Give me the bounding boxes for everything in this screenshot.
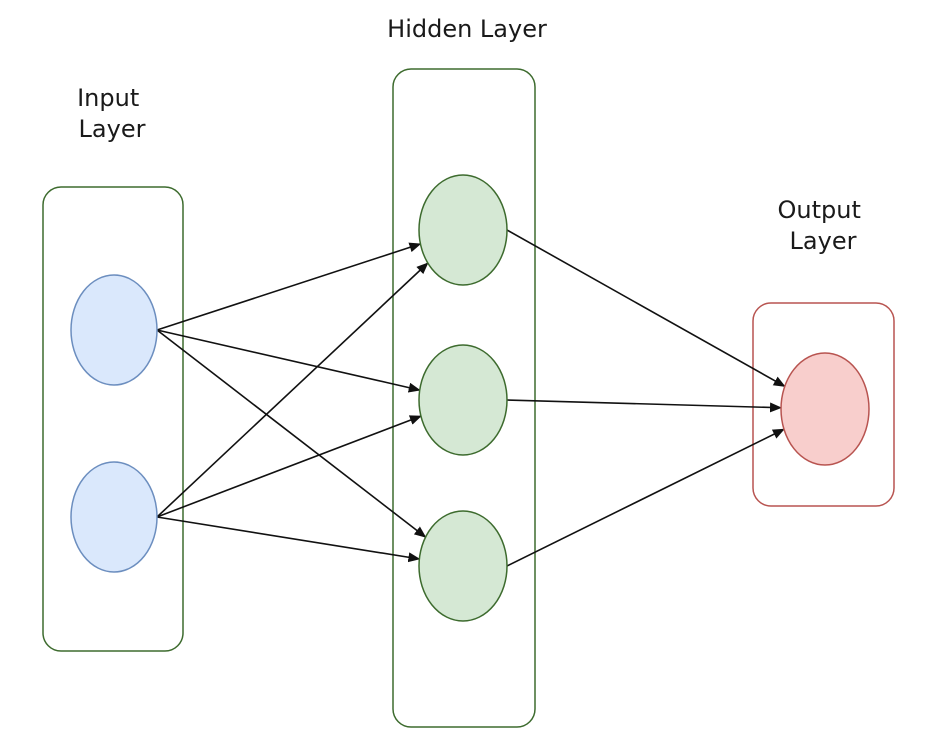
edge-input-2-to-hidden-1 bbox=[156, 262, 429, 518]
hidden-layer-label: Hidden Layer bbox=[387, 15, 547, 43]
hidden-layer-label-line1: Hidden Layer bbox=[387, 15, 547, 43]
edge-input-2-to-hidden-2 bbox=[156, 415, 422, 518]
output-layer-box bbox=[752, 302, 895, 507]
edge-hidden-2-to-output-1 bbox=[506, 399, 783, 413]
output-layer-label-line2: Layer bbox=[790, 227, 857, 255]
input-layer-label-line1: Input bbox=[77, 84, 139, 112]
edge-hidden-1-to-output-1 bbox=[506, 229, 786, 388]
output-node-1 bbox=[780, 352, 870, 466]
edge-input-1-to-hidden-1 bbox=[156, 242, 422, 331]
edge-input-2-to-hidden-3 bbox=[156, 516, 421, 563]
input-node-2 bbox=[70, 461, 158, 573]
edge-hidden-3-to-output-1 bbox=[506, 428, 785, 567]
edge-input-1-to-hidden-3 bbox=[156, 329, 427, 538]
hidden-node-3 bbox=[418, 510, 508, 622]
output-layer-label: Output Layer bbox=[777, 196, 868, 255]
input-layer-box bbox=[42, 186, 184, 652]
edges-group bbox=[156, 229, 786, 567]
edge-input-1-to-hidden-2 bbox=[156, 329, 421, 393]
input-layer-label: Input Layer bbox=[77, 84, 147, 143]
input-layer-label-line2: Layer bbox=[79, 115, 146, 143]
input-node-1 bbox=[70, 274, 158, 386]
hidden-node-1 bbox=[418, 174, 508, 286]
hidden-layer-box bbox=[392, 68, 536, 728]
hidden-node-2 bbox=[418, 344, 508, 456]
output-layer-label-line1: Output bbox=[777, 196, 860, 224]
